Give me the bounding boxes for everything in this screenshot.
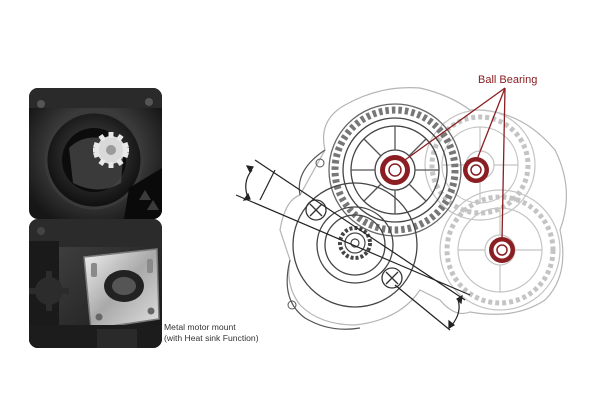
- motor-circle: [292, 182, 418, 308]
- ball-bearing-1: [380, 155, 410, 185]
- angle-arc-right: [448, 294, 463, 330]
- caption-line-1: Metal motor mount: [164, 322, 236, 332]
- faded-gear-right-bottom: [439, 189, 561, 311]
- caption-line-2: (with Heat sink Function): [164, 333, 259, 343]
- motor-screw-2: [381, 267, 403, 289]
- pinion-gear-icon: [93, 132, 129, 168]
- angle-lines: [235, 159, 471, 331]
- main-spur-gear: [328, 103, 462, 237]
- pinion-gear: [338, 226, 372, 260]
- bearing-leader-lines: [397, 87, 506, 241]
- angle-arc-left: [242, 165, 254, 201]
- gearbox-pinion-photo: [29, 88, 162, 219]
- motor-mount-photo: [29, 219, 162, 348]
- ball-bearing-label: Ball Bearing: [478, 74, 538, 86]
- motor-screw-1: [305, 199, 327, 221]
- gearbox-housing-outline: [279, 87, 567, 326]
- motor-mount-caption: Metal motor mount (with Heat sink Functi…: [164, 322, 304, 344]
- ball-bearing-3: [489, 237, 515, 263]
- ball-bearing-2: [463, 157, 489, 183]
